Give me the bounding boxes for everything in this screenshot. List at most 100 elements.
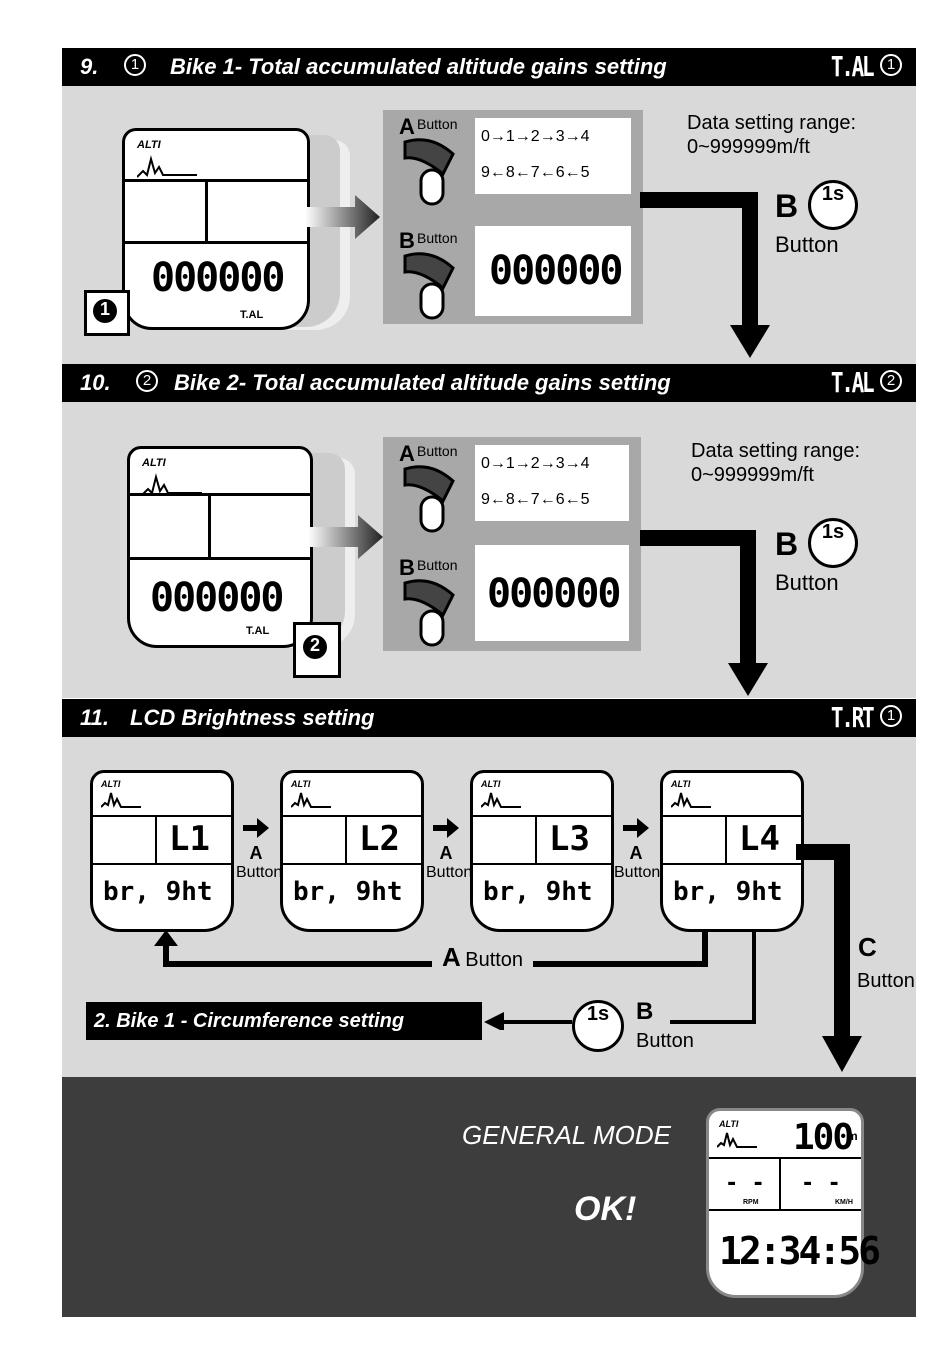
right-arrow-icon <box>433 818 459 838</box>
back-to-circumference: 2. Bike 1 - Circumference setting <box>86 1002 482 1040</box>
bike-1-icon: 1 <box>124 54 146 76</box>
b-button-label: Button <box>636 1030 694 1052</box>
lcd-value: 000000 <box>151 255 285 301</box>
finger-press-icon <box>403 465 455 533</box>
next-button-label: Button <box>775 570 839 595</box>
a-button-label: Button <box>417 443 458 459</box>
altitude-graph-icon <box>137 155 197 178</box>
b-label: B <box>399 228 415 253</box>
brightness-screen-4: ALTI L4 br, 9ht <box>660 770 804 932</box>
b-value: 000000 <box>487 571 621 617</box>
b-key: B <box>636 998 654 1025</box>
right-arrow-icon <box>243 818 269 838</box>
mode-code: T.AL <box>830 366 874 399</box>
lcd-unit: T.AL <box>246 625 270 637</box>
bike-2-badge: 2 <box>293 622 341 678</box>
timer-icon: 1s <box>808 180 858 230</box>
sequence-bottom: 9←8←7←6←5 <box>481 491 590 508</box>
section-title: Bike 1- Total accumulated altitude gains… <box>170 54 667 79</box>
timer-icon: 1s <box>808 518 858 568</box>
altitude-graph-icon <box>142 473 202 496</box>
bike-1-icon: 1 <box>880 705 902 727</box>
cadence-value: - - <box>725 1171 765 1196</box>
section-10-header: 10. 2 Bike 2- Total accumulated altitude… <box>62 364 916 402</box>
section-title: Bike 2- Total accumulated altitude gains… <box>174 370 671 395</box>
lcd-unit: T.AL <box>240 309 264 321</box>
lcd-value: 000000 <box>150 575 284 621</box>
general-lcd: ALTI 100 m - - - - RPM KM/H 12:34:56 <box>706 1108 881 1298</box>
range-label: Data setting range: <box>687 112 856 134</box>
level-value: L4 <box>739 819 780 859</box>
c-key: C <box>858 932 877 962</box>
mode-code: T.AL <box>830 50 874 83</box>
b-button-label: Button <box>417 230 458 246</box>
right-arrow-icon <box>305 195 380 239</box>
general-mode-label: GENERAL MODE <box>462 1120 672 1150</box>
bright-word: br, 9ht <box>293 877 403 907</box>
altitude-graph-icon <box>671 792 711 808</box>
section-9-header: 9. 1 Bike 1- Total accumulated altitude … <box>62 48 916 86</box>
lcd-device: ALTI 000000 T.AL <box>122 128 310 330</box>
brightness-screen-3: ALTI L3 br, 9ht <box>470 770 614 932</box>
rpm-label: RPM <box>743 1199 759 1206</box>
right-arrow-icon <box>623 818 649 838</box>
bike-1-icon: 1 <box>880 54 902 76</box>
b-value: 000000 <box>489 248 623 294</box>
brand-logo: ALTI <box>142 457 166 469</box>
altitude-graph-icon <box>291 792 331 808</box>
b-button-label: Button <box>417 557 458 573</box>
level-value: L2 <box>359 819 400 859</box>
a-step-2: A Button <box>426 818 472 882</box>
mode-code: T.RT <box>830 701 874 734</box>
finger-press-icon <box>403 138 455 206</box>
section-number: 9. <box>80 54 99 79</box>
bike-2-icon: 2 <box>880 370 902 392</box>
loop-label: A Button <box>432 942 534 973</box>
a-label: A <box>399 114 415 139</box>
bright-word: br, 9ht <box>673 877 783 907</box>
speed-value: - - <box>801 1171 841 1196</box>
section-number: 10. <box>80 370 111 395</box>
section-title: LCD Brightness setting <box>130 705 375 730</box>
finger-press-icon <box>403 579 455 647</box>
right-arrow-icon <box>308 515 383 559</box>
level-value: L3 <box>549 819 590 859</box>
timer-icon: 1s <box>572 1000 624 1052</box>
brand-logo: ALTI <box>137 139 161 151</box>
sequence-top: 0→1→2→3→4 <box>481 128 590 145</box>
b-label: B <box>399 555 415 580</box>
c-button-label: Button <box>857 970 915 992</box>
next-step-arrow <box>640 192 770 358</box>
bike-2-icon: 2 <box>136 370 158 392</box>
button-instructions: A Button 0→1→2→3→4 9←8←7←6←5 B Button 00… <box>383 110 643 324</box>
altitude-graph-icon <box>717 1132 757 1148</box>
bright-word: br, 9ht <box>103 877 213 907</box>
kmh-label: KM/H <box>835 1199 853 1206</box>
sequence-bottom: 9←8←7←6←5 <box>481 164 590 181</box>
a-step-3: A Button <box>614 818 660 882</box>
next-button-label: Button <box>775 232 839 257</box>
altitude-graph-icon <box>481 792 521 808</box>
next-key: B <box>775 526 799 562</box>
a-step-1: A Button <box>236 818 282 882</box>
section-number: 11. <box>80 705 109 730</box>
bright-word: br, 9ht <box>483 877 593 907</box>
finger-press-icon <box>403 252 455 320</box>
range-value: 0~999999m/ft <box>691 464 814 486</box>
sequence-top: 0→1→2→3→4 <box>481 455 590 472</box>
a-button-label: Button <box>417 116 458 132</box>
brightness-screen-1: ALTI L1 br, 9ht <box>90 770 234 932</box>
c-arrow <box>796 844 862 1072</box>
section-11-header: 11. LCD Brightness setting T.RT 1 <box>62 699 916 737</box>
lcd-device: ALTI 000000 T.AL <box>127 446 313 648</box>
bike-1-badge: 1 <box>84 290 130 336</box>
range-value: 0~999999m/ft <box>687 136 810 158</box>
altitude-value: 100 <box>793 1117 854 1158</box>
next-step-arrow <box>640 530 768 696</box>
altitude-unit: m <box>847 1129 858 1143</box>
brightness-screen-2: ALTI L2 br, 9ht <box>280 770 424 932</box>
b-back-arrow <box>484 930 756 1030</box>
button-instructions: A Button 0→1→2→3→4 9←8←7←6←5 B Button 00… <box>383 437 641 651</box>
ok-label: OK! <box>574 1190 637 1228</box>
next-key: B <box>775 188 799 224</box>
